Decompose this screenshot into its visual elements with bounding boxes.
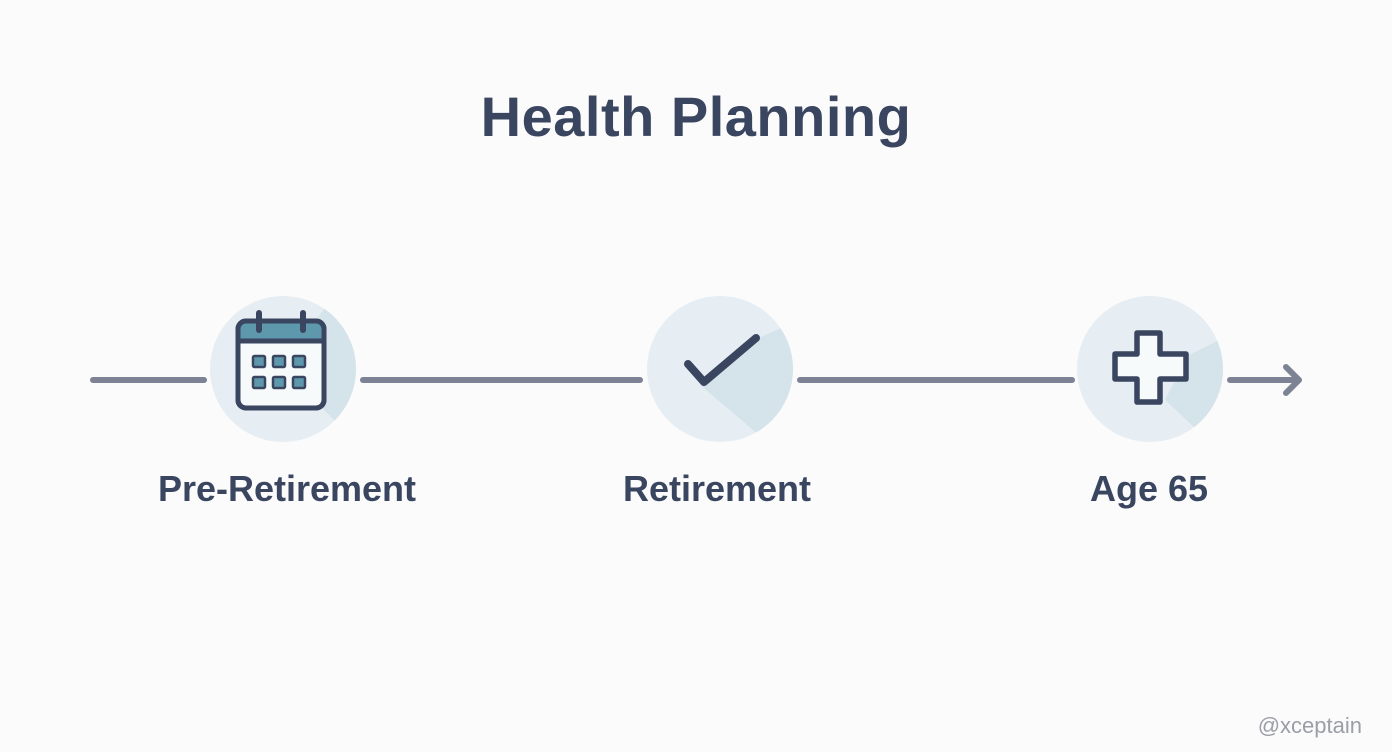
stage-node-age-65 xyxy=(1077,296,1223,442)
medical-cross-icon xyxy=(1112,330,1189,405)
timeline-line xyxy=(90,364,1302,396)
stage-label-retirement: Retirement xyxy=(622,468,812,509)
page-title: Health Planning xyxy=(480,85,912,148)
stage-node-pre-retirement xyxy=(210,296,356,442)
calendar-icon xyxy=(235,310,327,411)
stage-label-age-65: Age 65 xyxy=(1089,468,1209,509)
stage-node-retirement xyxy=(647,296,793,442)
check-icon xyxy=(684,334,760,386)
arrow-head-icon xyxy=(1283,364,1302,396)
watermark-logo: @xceptain xyxy=(1257,713,1362,738)
stage-label-pre-retirement: Pre-Retirement xyxy=(157,468,417,509)
